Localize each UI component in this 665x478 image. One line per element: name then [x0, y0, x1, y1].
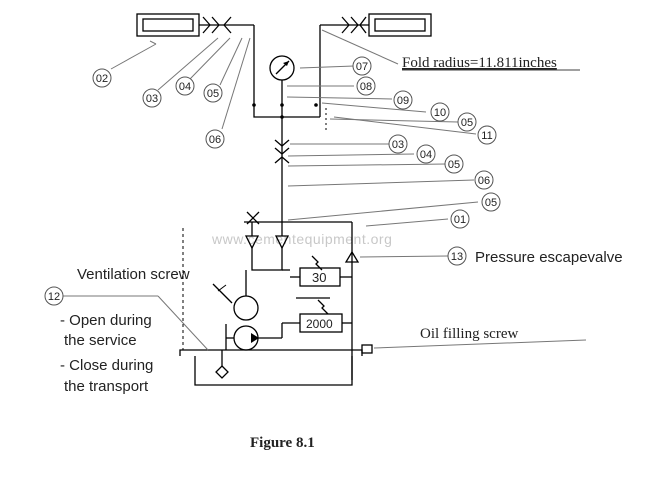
callout-circle [474, 170, 494, 190]
callout-c04a: 04 [175, 76, 195, 96]
callout-circle [477, 125, 497, 145]
callout-number: 04 [179, 81, 191, 93]
callouts-layer: 02 03 04 05 06 07 08 09 10 05 11 03 04 05 06 05 01 13 12 [44, 56, 501, 306]
callout-c06a: 06 [205, 129, 225, 149]
pressure-gauge [269, 55, 295, 81]
callout-number: 04 [420, 149, 432, 161]
callout-circle [447, 246, 467, 266]
callout-number: 01 [454, 214, 466, 226]
callout-number: 09 [397, 95, 409, 107]
callout-circle [356, 76, 376, 96]
left-coupling [199, 16, 254, 34]
callout-circle [481, 192, 501, 212]
callout-c08: 08 [356, 76, 376, 96]
callout-c05b: 05 [457, 112, 477, 132]
callout-circle [92, 68, 112, 88]
callout-number: 03 [146, 93, 158, 105]
callout-circle [393, 90, 413, 110]
callout-c13: 13 [447, 246, 467, 266]
callout-number: 07 [356, 61, 368, 73]
callout-c12: 12 [44, 286, 64, 306]
callout-circle [352, 56, 372, 76]
callout-c03a: 03 [142, 88, 162, 108]
pipe-network-upper [252, 25, 327, 222]
leader-lines [62, 29, 587, 351]
callout-c05a: 05 [203, 83, 223, 103]
callout-circle [416, 144, 436, 164]
watermark: www.cementequipment.org [211, 231, 392, 247]
callout-number: 05 [485, 197, 497, 209]
callout-number: 13 [451, 251, 463, 263]
callout-circle [450, 209, 470, 229]
callout-c02a: 02 [92, 68, 112, 88]
callout-number: 06 [209, 134, 221, 146]
callout-c06b: 06 [474, 170, 494, 190]
callout-circle [142, 88, 162, 108]
callout-circle [444, 154, 464, 174]
callout-circle [457, 112, 477, 132]
callout-number: 03 [392, 139, 404, 151]
pressure-escape-valve-label: Pressure escapevalve [475, 249, 623, 266]
ventilation-screw-label: Ventilation screw [77, 266, 190, 283]
callout-number: 05 [207, 88, 219, 100]
callout-number: 05 [448, 159, 460, 171]
callout-circle [388, 134, 408, 154]
callout-c09: 09 [393, 90, 413, 110]
open-during-label: - Open during [60, 312, 152, 329]
right-cylinder [368, 13, 432, 37]
vertical-coupling [274, 139, 290, 164]
callout-number: 11 [481, 130, 492, 142]
the-transport-label: the transport [64, 378, 149, 395]
the-service-label: the service [64, 332, 137, 349]
lower-hydraulic-unit: 30 2000 [179, 211, 373, 386]
callout-c03b: 03 [388, 134, 408, 154]
callout-number: 06 [478, 175, 490, 187]
callout-circle [205, 129, 225, 149]
callout-number: 02 [96, 73, 108, 85]
callout-c05c: 05 [444, 154, 464, 174]
callout-c10: 10 [430, 102, 450, 122]
callout-c05d: 05 [481, 192, 501, 212]
callout-c01: 01 [450, 209, 470, 229]
callout-circle [430, 102, 450, 122]
figure-caption: Figure 8.1 [250, 435, 315, 451]
gauge-value-lower: 2000 [306, 317, 333, 331]
callout-number: 05 [461, 117, 473, 129]
callout-number: 10 [434, 107, 446, 119]
callout-circle [203, 83, 223, 103]
callout-c11: 11 [477, 125, 497, 145]
fold-radius-label: Fold radius=11.811inches [402, 55, 557, 71]
oil-filling-screw-label: Oil filling screw [420, 326, 518, 342]
close-during-label: - Close during [60, 357, 153, 374]
right-coupling [320, 16, 369, 34]
callout-circle [175, 76, 195, 96]
callout-number: 12 [48, 291, 60, 303]
callout-c04b: 04 [416, 144, 436, 164]
gauge-value-upper: 30 [312, 270, 326, 285]
callout-c07: 07 [352, 56, 372, 76]
left-cylinder [136, 13, 200, 37]
callout-circle [44, 286, 64, 306]
callout-number: 08 [360, 81, 372, 93]
